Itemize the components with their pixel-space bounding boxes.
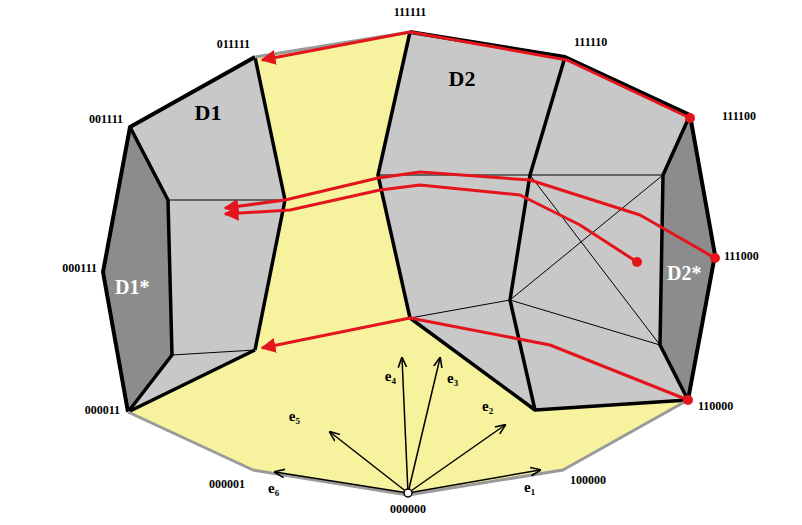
vertex-label: 111110 (574, 36, 607, 50)
region-label: D2 (449, 66, 476, 91)
vector-label: e₆ (268, 480, 279, 497)
region-label: D1* (115, 276, 149, 299)
face-d2-star (660, 115, 715, 400)
zone-d1 (103, 57, 285, 412)
vertex-label: 000000 (390, 503, 426, 517)
vertex-label: 111000 (724, 250, 759, 264)
vertex-label: 001111 (89, 113, 123, 127)
red-path (225, 32, 715, 400)
vertex-label: 000001 (209, 478, 245, 492)
vertex-label: 111111 (394, 6, 427, 20)
vertex-label: 111100 (722, 110, 756, 124)
region-label: D1 (195, 100, 222, 125)
outer-edge (103, 57, 255, 412)
zonotope-face (103, 32, 715, 495)
zone-borders (128, 32, 690, 412)
vertex-label: 100000 (570, 474, 606, 488)
vector-label: e₁ (524, 479, 535, 496)
vector-label: e₃ (447, 370, 458, 387)
region-label: D2* (667, 262, 701, 285)
vertex-label: 000111 (62, 262, 97, 276)
vector-label: e₅ (289, 408, 300, 425)
vector-label: e₄ (385, 368, 396, 385)
vertex-label: 000011 (85, 404, 120, 418)
tiling-lines (168, 175, 663, 355)
vertex-label: 110000 (698, 400, 733, 414)
vector-label: e₂ (482, 398, 493, 415)
zone-d2 (378, 32, 715, 410)
red-dot (632, 113, 720, 405)
face-d1-star (103, 127, 172, 412)
origin-point (404, 489, 412, 497)
basis-vector (275, 358, 540, 493)
vertex-label: 011111 (217, 38, 250, 52)
